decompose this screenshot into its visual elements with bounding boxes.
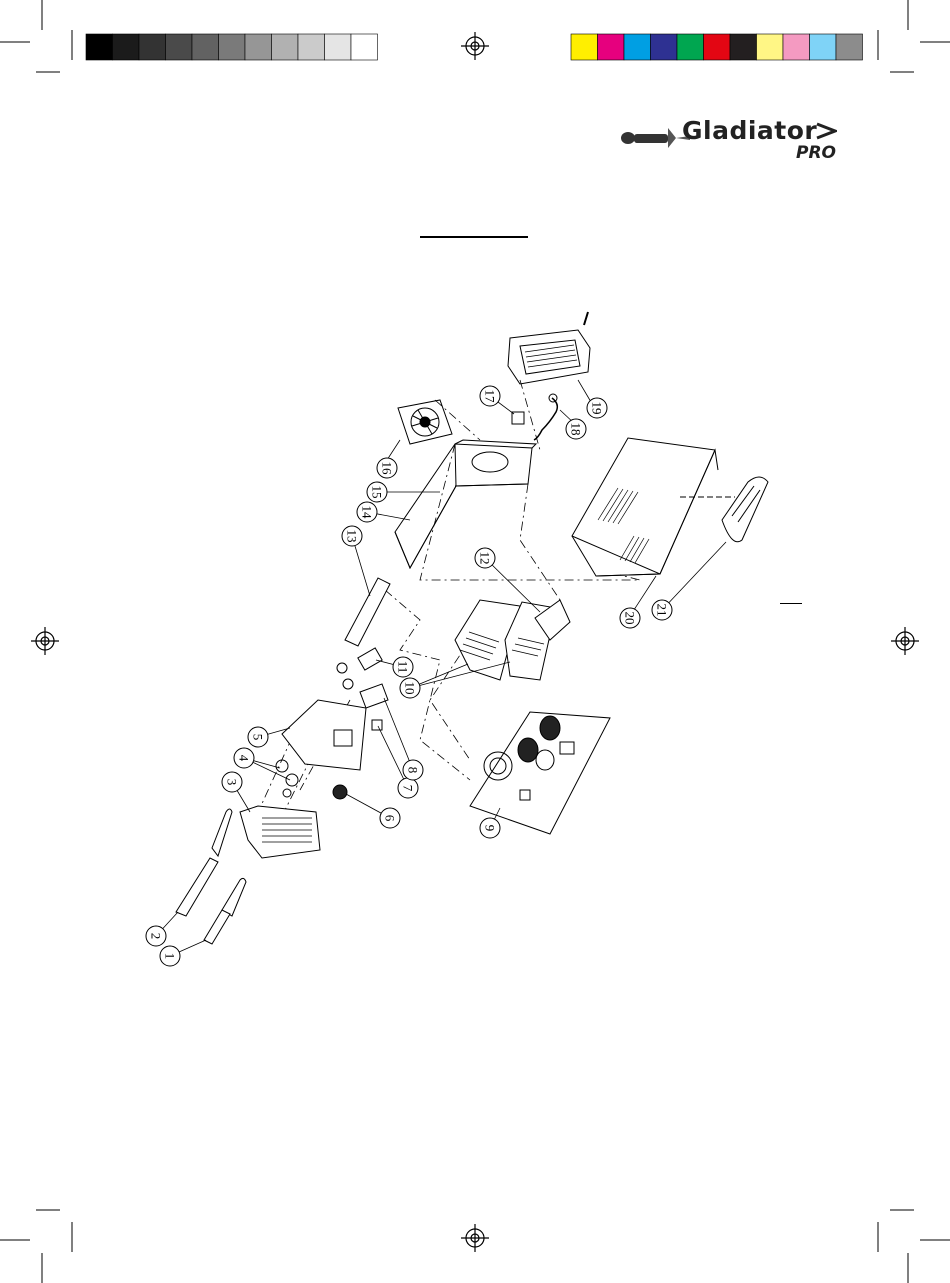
front-plate [282, 700, 366, 770]
callout-11: 11 [393, 657, 413, 677]
callout-label: 3 [225, 779, 240, 786]
callout-label: 20 [623, 612, 638, 625]
callout-label: 19 [590, 402, 605, 415]
callout-20: 20 [620, 608, 640, 628]
power-cable [534, 398, 557, 440]
callout-label: 10 [403, 682, 418, 695]
callout-label: 7 [401, 785, 416, 792]
callout-18: 18 [566, 419, 586, 439]
callout-label: 18 [569, 423, 584, 436]
callout-label: 14 [360, 506, 375, 520]
callout-label: 9 [483, 825, 498, 832]
assembly-lines [250, 380, 640, 850]
output-socket [276, 760, 288, 772]
callout-3: 3 [222, 772, 242, 792]
callout-15: 15 [367, 482, 387, 502]
callout-7: 7 [398, 778, 418, 798]
callout-1: 1 [160, 946, 180, 966]
callout-21: 21 [652, 600, 672, 620]
main-pcb [470, 712, 610, 834]
potentiometer-knob [333, 785, 347, 799]
front-panel-rear [508, 312, 590, 384]
callout-19: 19 [587, 398, 607, 418]
callout-label: 16 [380, 462, 395, 476]
selector-switch [360, 684, 388, 708]
callout-8: 8 [403, 760, 423, 780]
callout-9: 9 [480, 818, 500, 838]
callout-label: 11 [396, 661, 411, 674]
callout-label: 12 [478, 552, 493, 565]
terminal-block [358, 648, 382, 670]
callout-label: 13 [345, 530, 360, 543]
control-knob-base [372, 720, 382, 730]
earth-clamp [204, 878, 246, 944]
electrode-holder [176, 809, 232, 916]
cooling-fan [398, 400, 452, 444]
callout-2: 2 [146, 926, 166, 946]
chassis [395, 440, 536, 568]
heatsinks [455, 600, 556, 680]
callout-10: 10 [400, 678, 420, 698]
front-panel [240, 806, 320, 858]
callout-label: 2 [149, 933, 164, 940]
callout-12: 12 [475, 548, 495, 568]
top-cover [572, 438, 718, 576]
callout-14: 14 [357, 502, 377, 522]
callout-6: 6 [380, 808, 400, 828]
callout-4: 4 [234, 748, 254, 768]
callout-16: 16 [377, 458, 397, 478]
callout-13: 13 [342, 526, 362, 546]
callout-label: 6 [383, 815, 398, 822]
callout-label: 4 [237, 755, 252, 762]
callout-label: 5 [251, 734, 266, 741]
callout-17: 17 [480, 386, 500, 406]
callout-5: 5 [248, 727, 268, 747]
callout-label: 15 [370, 486, 385, 499]
callout-label: 21 [655, 604, 670, 617]
callout-label: 17 [483, 390, 498, 404]
callout-label: 8 [406, 767, 421, 774]
callout-label: 1 [163, 953, 178, 960]
